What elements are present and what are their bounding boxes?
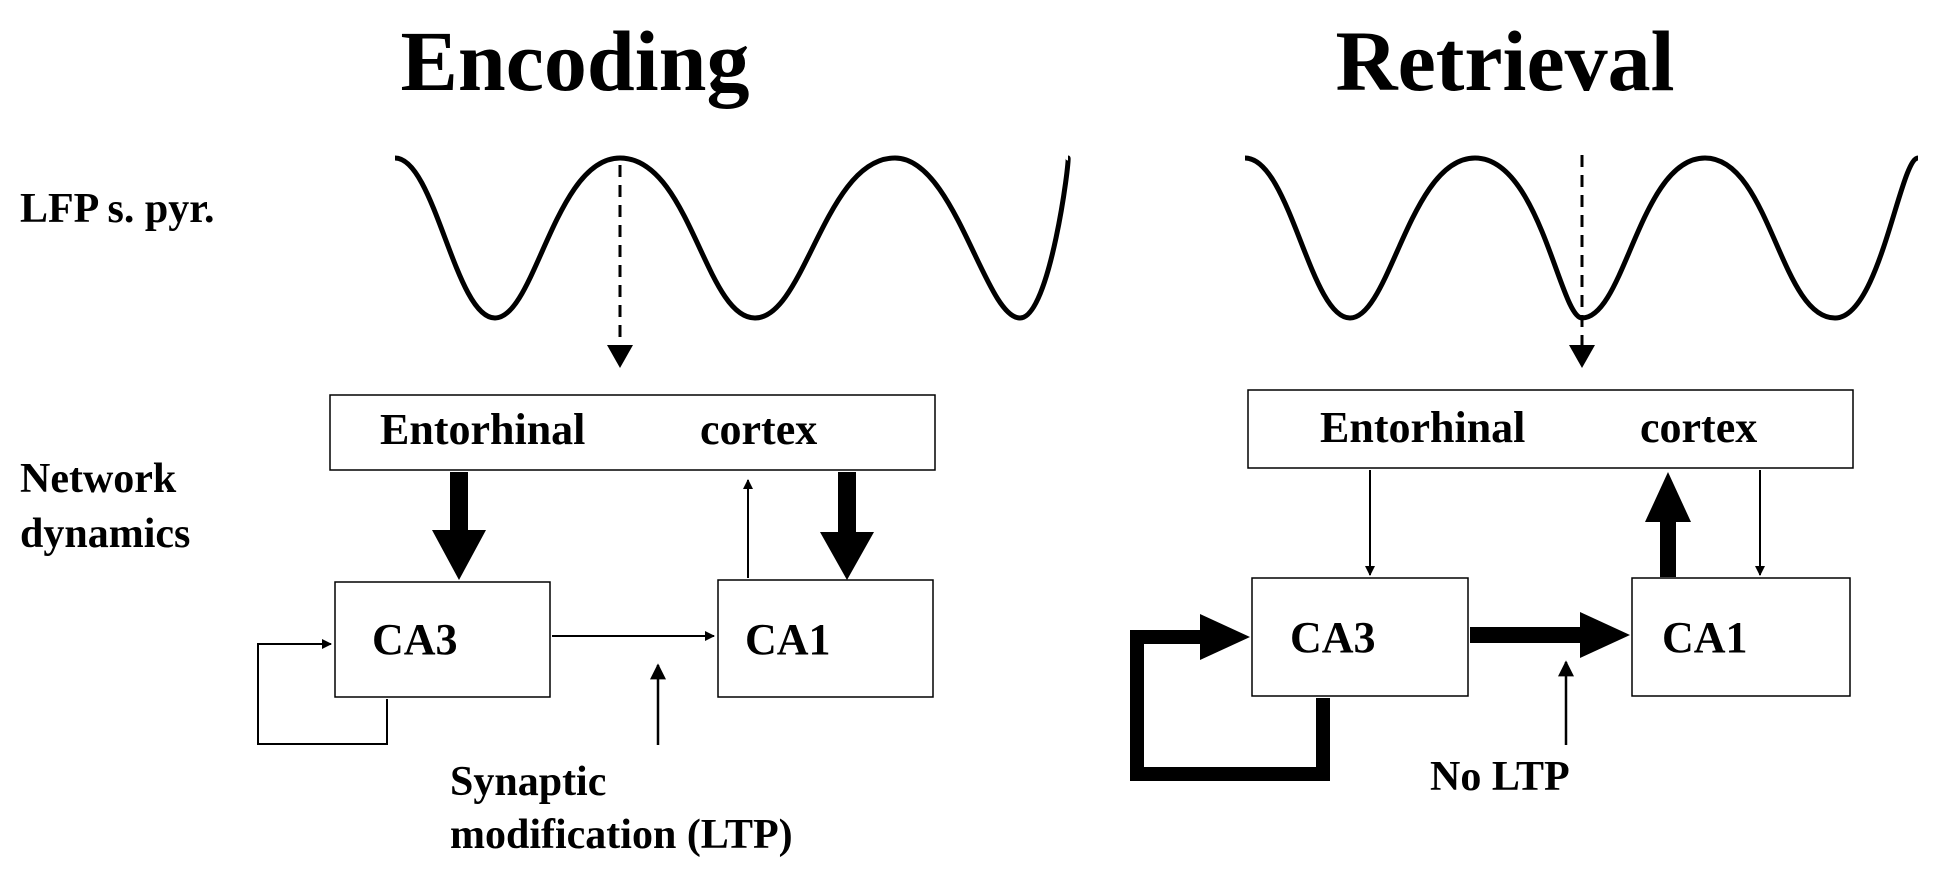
cortex-label: cortex	[1640, 403, 1757, 452]
arrow-icon	[1569, 345, 1595, 368]
ec-to-ca3-shaft	[450, 472, 468, 530]
ca1-to-ec-arrow-icon	[1645, 472, 1691, 522]
encoding-title: Encoding	[401, 13, 750, 109]
arrow-icon	[607, 345, 633, 368]
retrieval-title: Retrieval	[1335, 13, 1674, 109]
encoding-panel: Entorhinal cortex CA3 CA1 Synaptic modif…	[257, 155, 1071, 858]
ec-to-ca1-shaft	[838, 472, 856, 532]
lfp-label: LFP s. pyr.	[20, 186, 215, 232]
retrieval-panel: Entorhinal cortex CA3 CA1 No LTP	[1130, 155, 1920, 800]
network-label-line2: dynamics	[20, 511, 190, 557]
entorhinal-box-retrieval	[1247, 389, 1854, 469]
ca3-box-retrieval	[1251, 577, 1469, 697]
ca3-recurrent-loop	[257, 639, 388, 745]
ca1-box-encoding	[717, 579, 934, 698]
synaptic-label-line1: Synaptic	[450, 759, 606, 805]
entorhinal-label: Entorhinal	[380, 405, 585, 454]
ca3-label: CA3	[1290, 613, 1376, 662]
no-ltp-label: No LTP	[1430, 754, 1570, 800]
ec-to-ca3-arrow-icon	[432, 530, 486, 580]
ca3-recurrent-loop	[1130, 630, 1330, 781]
network-label-line1: Network	[20, 456, 177, 502]
ca1-label: CA1	[1662, 613, 1748, 662]
ca3-loop-arrow-icon	[1200, 614, 1250, 660]
ca3-to-ca1-arrow-icon	[1580, 612, 1630, 658]
cortex-label: cortex	[700, 405, 817, 454]
ca1-box-retrieval	[1631, 577, 1851, 697]
ec-to-ca1-arrow-icon	[820, 532, 874, 580]
ca1-to-ec-shaft	[1660, 520, 1676, 577]
entorhinal-label: Entorhinal	[1320, 403, 1525, 452]
ca3-box-encoding	[334, 581, 551, 698]
sine-wave-icon	[394, 155, 1071, 321]
ca3-label: CA3	[372, 615, 458, 664]
ca1-label: CA1	[745, 615, 831, 664]
entorhinal-box-encoding	[329, 394, 936, 471]
synaptic-label-line2: modification (LTP)	[450, 812, 793, 858]
ca3-to-ca1-shaft	[1470, 627, 1580, 643]
